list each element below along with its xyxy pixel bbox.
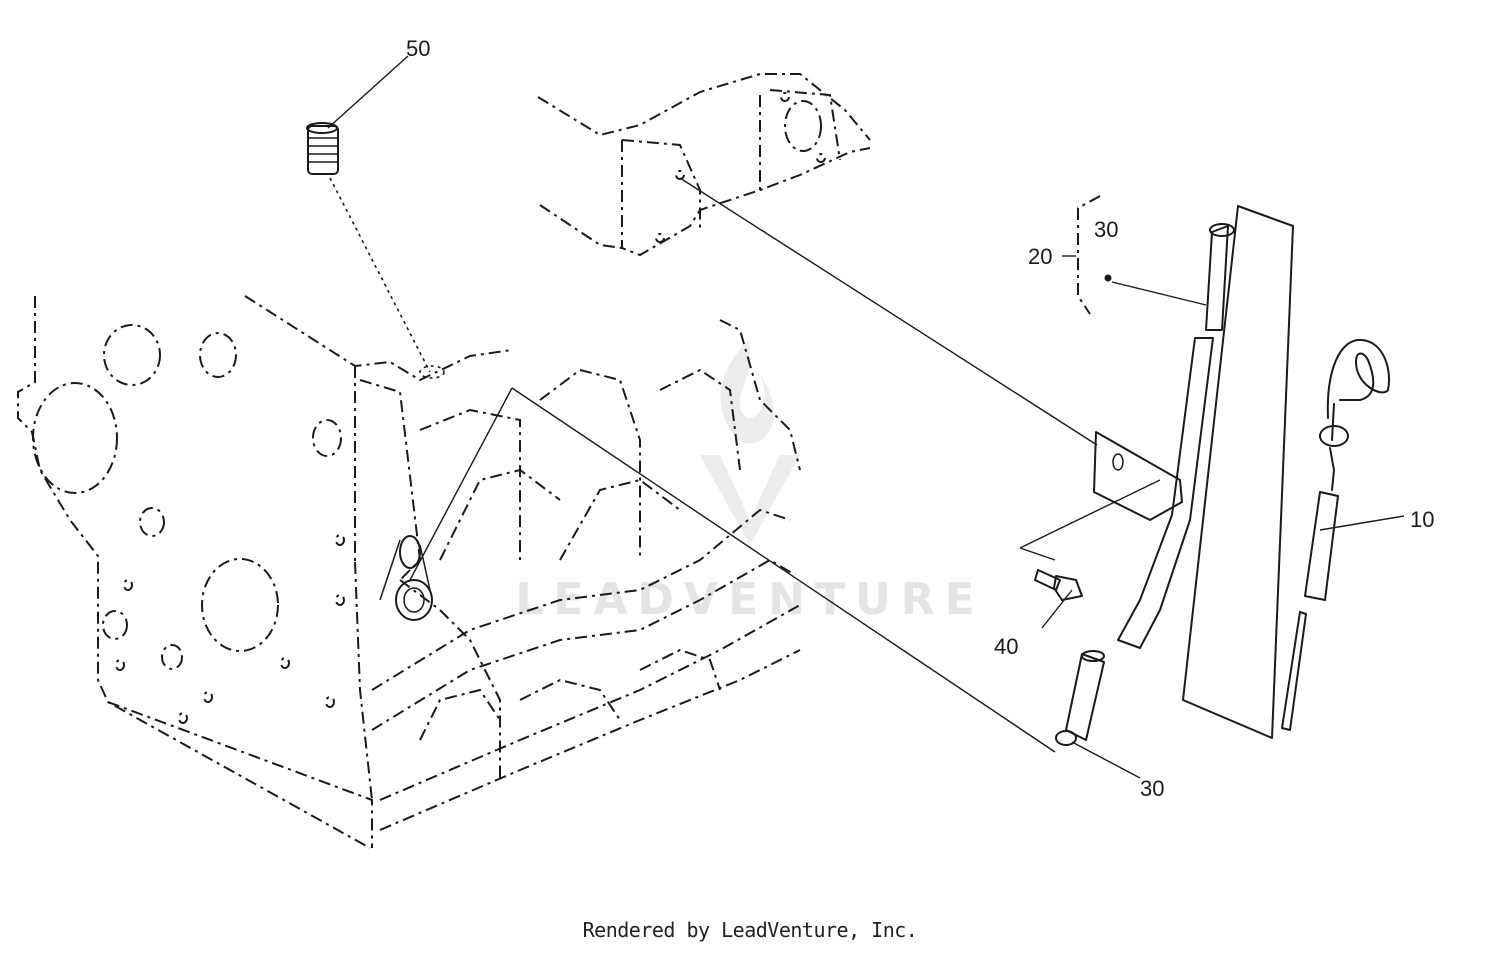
watermark: LEADVENTURE xyxy=(515,340,984,625)
assembly-line-tube-side xyxy=(1019,479,1161,549)
part-dipstick xyxy=(1281,338,1405,731)
callout-10: 10 xyxy=(1410,507,1434,532)
leader-30-bottom xyxy=(1071,741,1141,779)
watermark-flame-icon xyxy=(700,340,800,545)
watermark-text: LEADVENTURE xyxy=(515,574,984,625)
callout-20: 20 xyxy=(1028,244,1052,269)
engine-block xyxy=(17,295,801,849)
assembly-line-tube-bottom xyxy=(409,387,1056,753)
callout-40: 40 xyxy=(994,634,1018,659)
callout-30-top: 30 xyxy=(1094,217,1118,242)
part-bolt xyxy=(1034,569,1083,629)
callout-30-bottom: 30 xyxy=(1140,776,1164,801)
part-plug xyxy=(306,122,431,373)
callout-50: 50 xyxy=(406,36,430,61)
part-dipstick-guide-tube xyxy=(1055,223,1235,746)
kit-dot xyxy=(1104,274,1112,282)
leader-50 xyxy=(327,55,409,129)
leader-30-top xyxy=(1111,281,1207,306)
assembly-line-bracket xyxy=(1019,547,1056,561)
footer-credit: Rendered by LeadVenture, Inc. xyxy=(582,918,918,942)
dipstick-guide-panel xyxy=(1182,205,1294,739)
kit-bracket xyxy=(1077,195,1101,315)
assembly-line-manifold xyxy=(679,177,1098,446)
intake-manifold xyxy=(537,73,871,257)
